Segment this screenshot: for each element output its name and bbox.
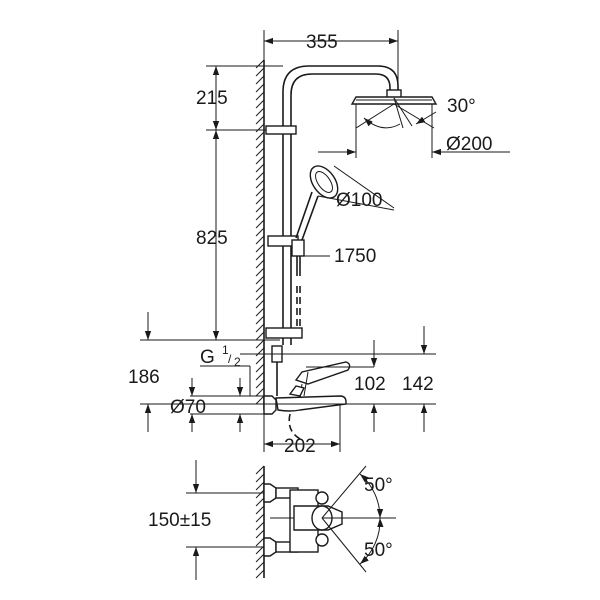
wall-hatch-line xyxy=(255,59,265,69)
label-o100: Ø100 xyxy=(336,190,382,211)
wall-lower xyxy=(255,465,265,579)
label-215: 215 xyxy=(196,88,228,109)
label-150: 150±15 xyxy=(148,510,211,531)
wall-hatch-line xyxy=(255,275,265,285)
wall-hatch-line xyxy=(255,235,265,245)
wall-hatch-line xyxy=(255,259,265,269)
wall-hatch-line xyxy=(255,155,265,165)
wall-hatch-line xyxy=(255,91,265,101)
wall-hatch-line xyxy=(255,307,265,317)
label-355: 355 xyxy=(306,32,338,53)
label-186: 186 xyxy=(128,367,160,388)
wall-hatch-line xyxy=(255,179,265,189)
wall-upper xyxy=(255,59,265,410)
wall-hatch-line xyxy=(255,315,265,325)
wall-hatch-line xyxy=(255,243,265,253)
wall-hatch-line xyxy=(255,195,265,205)
label-g-thread: G xyxy=(200,347,215,368)
hose-dashed xyxy=(296,286,301,330)
wall-hatch-line xyxy=(255,529,265,539)
wall-hatch-line xyxy=(255,107,265,117)
label-o200: Ø200 xyxy=(446,134,492,155)
wall-hatch-line xyxy=(255,299,265,309)
wall-hatch-line xyxy=(255,323,265,333)
label-142: 142 xyxy=(402,374,434,395)
wall-hatch-line xyxy=(255,203,265,213)
wall-hatch-line xyxy=(255,347,265,357)
wall-hatch-line xyxy=(255,473,265,483)
label-o70: Ø70 xyxy=(170,397,206,418)
label-lever-angle-up: 50° xyxy=(364,475,393,496)
wall-hatch-line xyxy=(255,251,265,261)
dim-line-o200 xyxy=(318,104,510,158)
wall-hatch-line xyxy=(255,227,265,237)
label-g-thread-num: 1 xyxy=(222,343,229,357)
wall-hatch-line xyxy=(255,521,265,531)
wall-hatch-line xyxy=(255,131,265,141)
dim-line-o70 xyxy=(188,378,264,432)
wall-hatch-line xyxy=(255,513,265,523)
wall-hatch-line xyxy=(255,187,265,197)
dim-line-355 xyxy=(263,30,399,86)
dim-line-g-half xyxy=(200,365,251,396)
dim-line-o100 xyxy=(317,165,395,211)
wall-hatch-line xyxy=(255,339,265,349)
wall-hatch-line xyxy=(255,355,265,365)
reference-lines xyxy=(140,339,436,405)
bath-mixer-front-view xyxy=(263,465,396,573)
dim-line-202 xyxy=(263,404,341,452)
wall-hatch-line xyxy=(255,123,265,133)
wall-hatch-line xyxy=(255,75,265,85)
wall-hatch-line xyxy=(255,139,265,149)
wall-hatch-line xyxy=(255,489,265,499)
wall-hatch-line xyxy=(255,163,265,173)
wall-hatch-line xyxy=(255,83,265,93)
wall-hatch-line xyxy=(255,481,265,491)
bath-mixer-side-view xyxy=(263,345,351,441)
label-202: 202 xyxy=(284,436,316,457)
shower-head xyxy=(350,89,438,105)
label-825: 825 xyxy=(196,228,228,249)
wall-hatch-line xyxy=(255,569,265,579)
wall-hatch-line xyxy=(255,387,265,397)
dim-line-150 xyxy=(186,460,264,580)
wall-hatch-line xyxy=(255,219,265,229)
dim-line-30deg xyxy=(363,111,437,129)
spray-angle-lines xyxy=(355,97,435,129)
wall-hatch-line xyxy=(255,115,265,125)
wall-hatch-line xyxy=(255,561,265,571)
wall-hatch-line xyxy=(255,553,265,563)
wall-hatch-line xyxy=(255,267,265,277)
wall-hatch-line xyxy=(255,395,265,405)
wall-hatch-line xyxy=(255,505,265,515)
hand-shower xyxy=(291,165,339,276)
label-g-thread-den: 2 xyxy=(234,355,241,369)
label-g-thread-slash: / xyxy=(228,352,232,366)
wall-hatch-line xyxy=(255,379,265,389)
wall-hatch-line xyxy=(255,371,265,381)
label-angle-head: 30° xyxy=(447,96,476,117)
wall-hatch-line xyxy=(255,537,265,547)
wall-hatch-line xyxy=(255,171,265,181)
wall-hatch-line xyxy=(255,465,265,475)
wall-hatch-line xyxy=(255,291,265,301)
label-102: 102 xyxy=(354,374,386,395)
wall-hatch-line xyxy=(255,147,265,157)
wall-hatch-line xyxy=(255,497,265,507)
wall-hatch-line xyxy=(255,99,265,109)
label-lever-angle-down: 50° xyxy=(364,540,393,561)
wall-hatch-line xyxy=(255,67,265,77)
label-1750: 1750 xyxy=(334,246,376,267)
wall-hatch-line xyxy=(255,363,265,373)
wall-hatch-line xyxy=(255,331,265,341)
wall-hatch-line xyxy=(255,283,265,293)
wall-hatch-line xyxy=(255,211,265,221)
